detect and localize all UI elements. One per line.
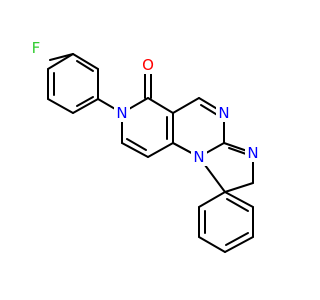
bond	[147, 97, 174, 114]
bond	[198, 236, 226, 253]
bond	[224, 182, 254, 193]
atom-label-N-bridge: N	[191, 148, 207, 166]
bond	[198, 191, 226, 208]
oxygen-atom-label: O	[142, 56, 154, 74]
atom-label-N-imidazole: N	[245, 144, 261, 162]
molecule-structure-diagram: F O N N N N	[28, 39, 261, 253]
imidazole-nitrogen-label: N	[247, 144, 258, 162]
fluorine-atom-label: F	[32, 39, 41, 57]
bond	[76, 96, 94, 107]
atom-label-O: O	[140, 56, 156, 74]
fluorophenyl-ring	[47, 53, 99, 114]
atom-label-N-pyrimidine: N	[216, 104, 232, 122]
atom-label-N-amide: N	[114, 104, 130, 122]
bond	[47, 98, 74, 114]
bond	[225, 232, 249, 246]
bond	[76, 60, 94, 72]
bridgehead-nitrogen-label: N	[193, 148, 204, 166]
bond	[226, 198, 249, 212]
atom-label-F: F	[28, 39, 44, 57]
bond	[47, 53, 74, 70]
imidazole-ring	[198, 142, 254, 193]
bond	[172, 97, 200, 114]
bond	[147, 142, 174, 158]
amide-nitrogen-label: N	[116, 104, 127, 122]
benzo-ring	[198, 191, 254, 253]
pyridinone-ring	[121, 97, 174, 158]
bond	[224, 236, 254, 253]
bond	[121, 142, 149, 158]
bond	[49, 53, 74, 61]
pyrimidine-nitrogen-label: N	[218, 104, 229, 122]
bond	[126, 138, 147, 151]
bond	[72, 98, 99, 114]
bond	[72, 53, 99, 70]
bond	[224, 191, 254, 208]
